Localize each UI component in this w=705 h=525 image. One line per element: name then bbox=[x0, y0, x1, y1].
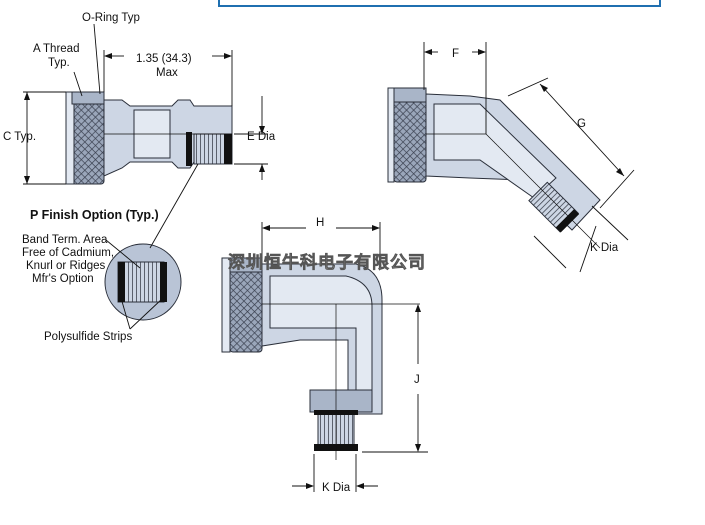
label-band-2: Free of Cadmium, bbox=[22, 247, 114, 259]
label-k-dia-bottom: K Dia bbox=[322, 482, 351, 494]
label-band-4: Mfr's Option bbox=[32, 273, 94, 285]
label-e-dia: E Dia bbox=[247, 131, 276, 143]
label-g: G bbox=[577, 118, 586, 130]
label-band-1: Band Term. Area bbox=[22, 234, 108, 246]
label-k-dia-right: K Dia bbox=[590, 242, 619, 254]
label-j: J bbox=[414, 374, 420, 386]
label-band-3: Knurl or Ridges bbox=[26, 260, 106, 272]
label-a-thread-1: A Thread bbox=[33, 43, 79, 55]
straight-backshell bbox=[65, 91, 233, 185]
p-finish-detail bbox=[104, 163, 199, 330]
dims-45 bbox=[423, 42, 635, 273]
dims-straight bbox=[23, 23, 268, 185]
watermark: 深圳恒牛科电子有限公司 bbox=[228, 252, 426, 273]
label-a-thread-2: Typ. bbox=[48, 57, 70, 69]
angled-45-backshell bbox=[387, 87, 601, 249]
dims-90 bbox=[261, 222, 428, 492]
label-o-ring: O-Ring Typ bbox=[82, 12, 140, 24]
label-c-typ: C Typ. bbox=[3, 131, 36, 143]
angled-90-backshell bbox=[221, 257, 420, 460]
label-length-2: Max bbox=[156, 67, 178, 79]
frame-border bbox=[218, 0, 661, 7]
label-h: H bbox=[316, 217, 324, 229]
label-length-1: 1.35 (34.3) bbox=[136, 53, 192, 65]
label-f: F bbox=[452, 48, 459, 60]
label-polysulfide: Polysulfide Strips bbox=[44, 331, 132, 343]
p-finish-title: P Finish Option (Typ.) bbox=[30, 208, 159, 222]
